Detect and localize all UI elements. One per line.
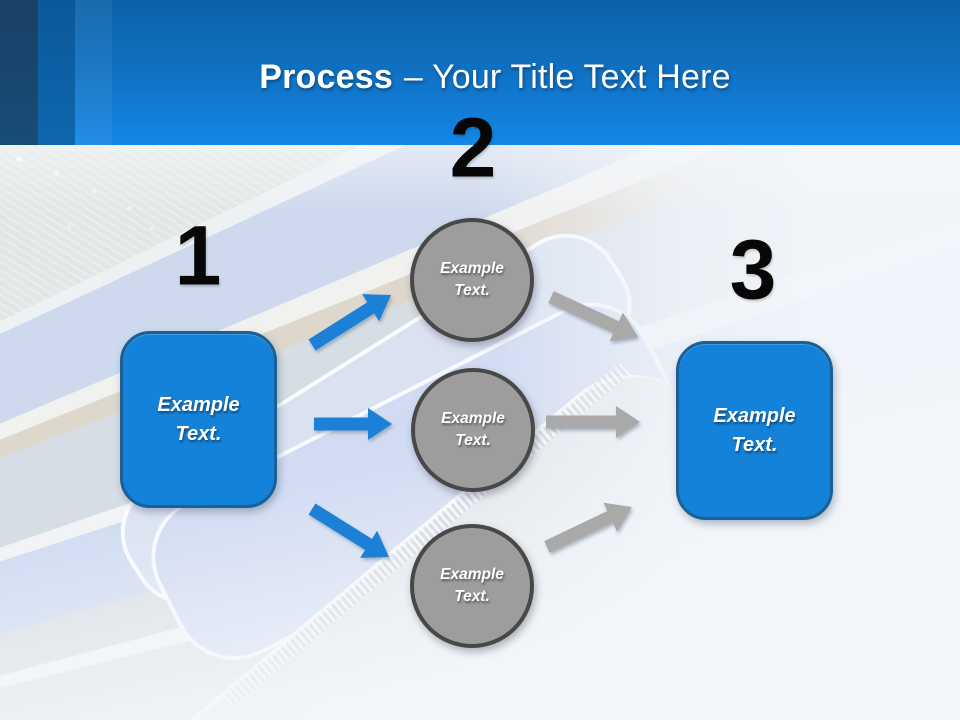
step1-box-label: Example Text.	[157, 394, 240, 445]
step-number-3: 3	[729, 222, 777, 317]
step3-box: Example Text.	[676, 341, 833, 520]
header-accent-stripe-light	[75, 0, 112, 145]
photo-fade-overlay	[0, 145, 960, 215]
step2-circle-2: Example Text.	[411, 368, 535, 492]
step2-circle-3-label: Example Text.	[440, 565, 504, 605]
step-number-1: 1	[174, 208, 222, 303]
slide-header: Process – Your Title Text Here	[0, 0, 960, 145]
step2-circle-1-label: Example Text.	[440, 259, 504, 299]
step2-circle-2-label: Example Text.	[441, 409, 505, 449]
step1-box: Example Text.	[120, 331, 277, 508]
slide-title: Process – Your Title Text Here	[259, 58, 731, 97]
step-number-2: 2	[449, 100, 497, 195]
header-accent-stripe-dark	[0, 0, 38, 145]
step2-circle-3: Example Text.	[410, 524, 534, 648]
step3-box-label: Example Text.	[713, 405, 796, 456]
step2-circle-1: Example Text.	[410, 218, 534, 342]
slide-title-subtitle: – Your Title Text Here	[403, 58, 731, 96]
header-accent-stripe-mid	[38, 0, 75, 145]
slide-title-keyword: Process	[259, 58, 393, 96]
